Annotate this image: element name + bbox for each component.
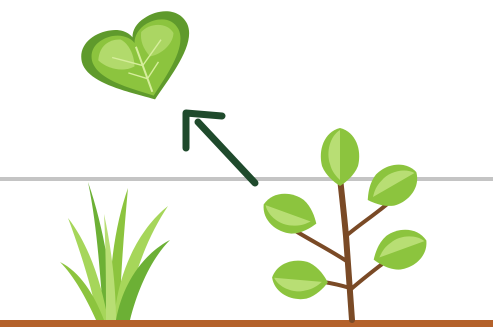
plant-leaf-lower-left-icon xyxy=(270,258,329,301)
plant-leaf-upper-right-icon xyxy=(358,155,426,216)
soil-strip xyxy=(0,320,493,327)
grass-icon xyxy=(60,182,170,320)
arrow-up-left-icon xyxy=(186,113,255,183)
plant-leaf-left-icon xyxy=(257,186,323,241)
detached-leaf-icon xyxy=(75,4,208,119)
